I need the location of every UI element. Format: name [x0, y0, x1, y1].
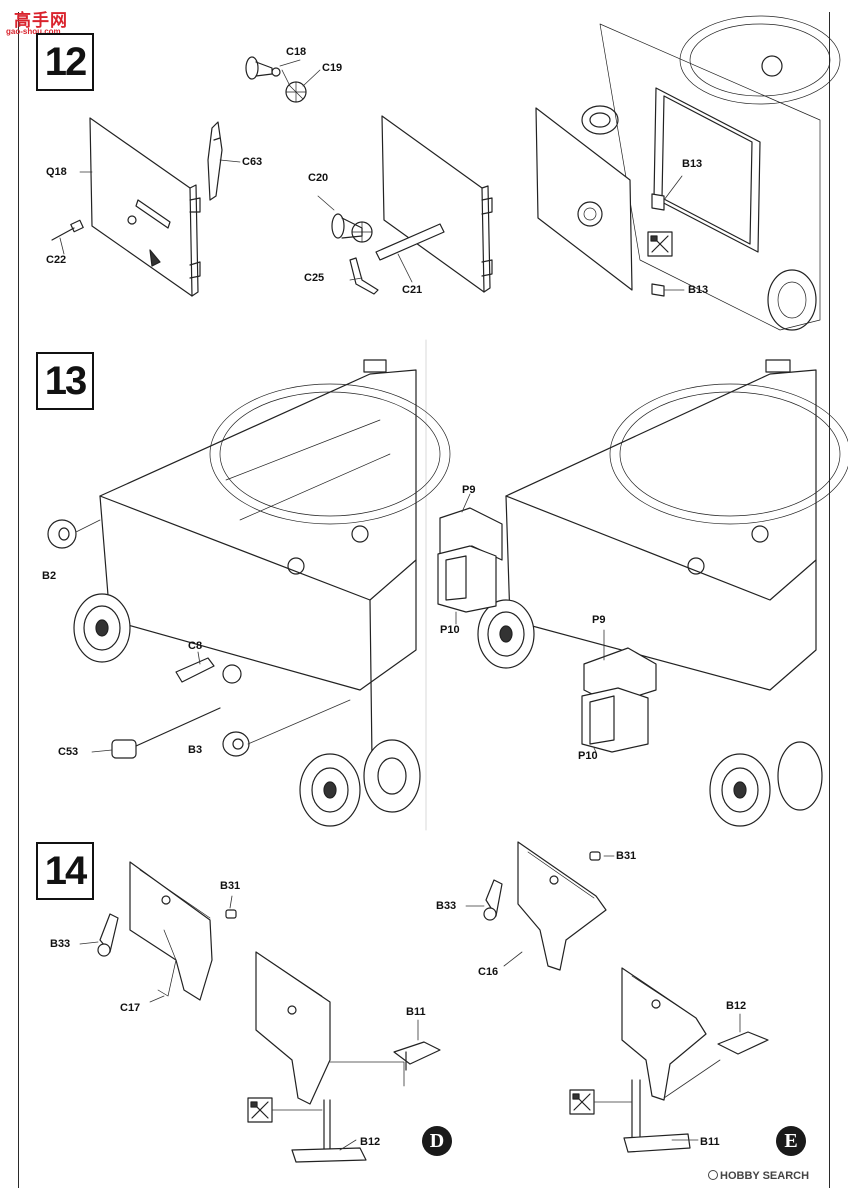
- part-step13-left-wheel-front: [73, 593, 131, 663]
- label-p10-lower: P10: [578, 750, 598, 762]
- label-b33-left: B33: [50, 938, 71, 950]
- part-q18-panel: [89, 117, 201, 297]
- part-c19: [285, 81, 307, 103]
- label-b3: B3: [188, 744, 203, 756]
- label-p9-lower: P9: [592, 614, 606, 626]
- part-c22: [51, 219, 84, 241]
- part-b33-left: [97, 913, 119, 957]
- label-b12-right: B12: [726, 1000, 747, 1012]
- part-step13-left-wheel-rear2: [363, 739, 421, 813]
- part-c63: [207, 121, 223, 201]
- part-step13-right-wheel-rear: [709, 741, 823, 827]
- watermark-site-url: gao-shou.com: [6, 27, 61, 36]
- hobby-search-logo-icon: [708, 1170, 718, 1180]
- label-c19: C19: [322, 62, 343, 74]
- hobby-search-logo: HOBBY SEARCH: [708, 1170, 809, 1182]
- part-p9-lower: [583, 647, 657, 705]
- label-p10-upper: P10: [440, 624, 460, 636]
- page-frame: [18, 12, 830, 1188]
- part-step14-right-lower-assembly: [621, 967, 721, 1153]
- label-b11-left: B11: [406, 1006, 426, 1018]
- label-c18: C18: [286, 46, 307, 58]
- label-b2: B2: [42, 570, 57, 582]
- part-step13-right-hull: [505, 359, 848, 691]
- step-number-14: 14: [36, 842, 94, 900]
- part-b11-left: [393, 1041, 441, 1071]
- label-q18: Q18: [46, 166, 67, 178]
- label-c8: C8: [188, 640, 203, 652]
- label-c21: C21: [402, 284, 423, 296]
- part-c21: [375, 223, 445, 261]
- label-c25: C25: [304, 272, 325, 284]
- watermark-site-cn: 高手网: [14, 11, 68, 31]
- part-step12-mid-panel: [381, 115, 493, 293]
- label-b12-left: B12: [360, 1136, 381, 1148]
- part-b2: [47, 519, 77, 549]
- label-b31-right: B31: [616, 850, 637, 862]
- part-p10-upper: [437, 545, 497, 613]
- step-number-12: 12: [36, 33, 94, 91]
- part-c16: [517, 841, 607, 971]
- cut-paint-icon: [247, 1097, 273, 1123]
- part-b31-right: [589, 851, 601, 861]
- hobby-search-logo-text: HOBBY SEARCH: [720, 1170, 810, 1182]
- part-c17: [129, 861, 213, 1001]
- label-c22: C22: [46, 254, 67, 266]
- part-step13-left-hull: [99, 359, 451, 761]
- part-b3: [222, 731, 250, 757]
- part-c53: [111, 707, 221, 759]
- label-p9-upper: P9: [462, 484, 476, 496]
- part-step13-left-wheel-rear1: [299, 753, 361, 827]
- part-b33-right: [483, 879, 503, 921]
- cut-paint-icon: [647, 231, 673, 257]
- label-c17: C17: [120, 1002, 141, 1014]
- watermark-logo: 高手网 gao-shou.com: [4, 4, 78, 40]
- part-p10-lower: [581, 687, 649, 753]
- part-b31-left: [225, 909, 237, 919]
- label-b13-lower: B13: [688, 284, 709, 296]
- part-c8: [175, 657, 242, 684]
- part-step13-right-wheel-front: [477, 599, 535, 669]
- label-c20: C20: [308, 172, 329, 184]
- part-c20: [331, 213, 373, 243]
- step-number-13: 13: [36, 352, 94, 410]
- cut-paint-icon: [569, 1089, 595, 1115]
- part-step14-left-lower-assembly: [255, 951, 405, 1163]
- label-c63: C63: [242, 156, 263, 168]
- version-marker-e: E: [776, 1126, 806, 1156]
- part-b12-right: [717, 1031, 769, 1055]
- version-marker-d: D: [422, 1126, 452, 1156]
- label-b11-right: B11: [700, 1136, 720, 1148]
- label-c53: C53: [58, 746, 79, 758]
- part-step12-hull: [535, 15, 841, 331]
- label-c16: C16: [478, 966, 499, 978]
- label-b33-right: B33: [436, 900, 457, 912]
- part-c25: [349, 257, 379, 295]
- part-c18: [245, 56, 281, 80]
- label-b13-upper: B13: [682, 158, 703, 170]
- label-b31-left: B31: [220, 880, 241, 892]
